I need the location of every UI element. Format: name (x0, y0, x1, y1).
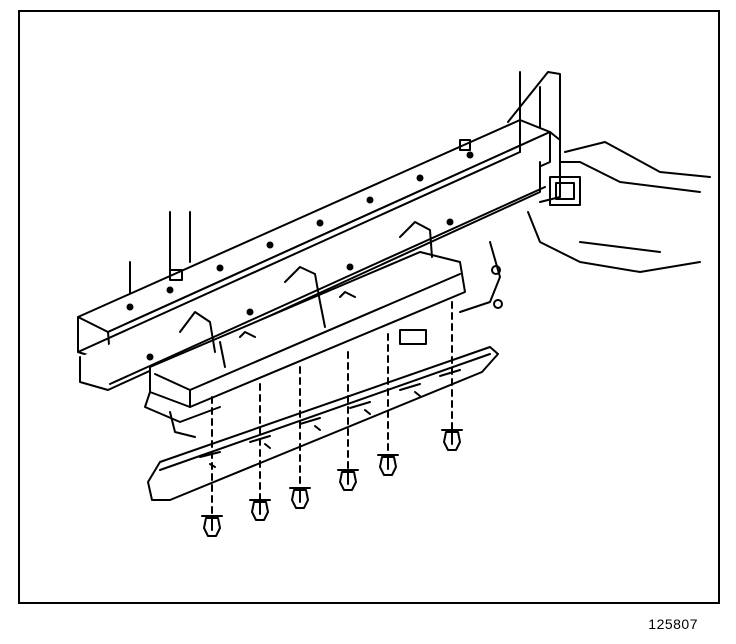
bolt-fastener-2 (249, 499, 271, 521)
bolt-fastener-3 (289, 487, 311, 509)
figure-number: 125807 (648, 616, 698, 632)
bolt-fastener-1 (201, 515, 223, 537)
vehicle-frame-structure (129, 71, 711, 313)
bumper-assembly-diagram (77, 71, 711, 537)
bolt-fastener-5 (377, 454, 399, 476)
illustration-frame (18, 10, 720, 604)
bolt-fastener-6 (441, 429, 463, 451)
bumper-beam (77, 119, 561, 391)
bolt-alignment-lines (211, 301, 453, 518)
bolt-fastener-4 (337, 469, 359, 491)
energy-absorber (144, 221, 466, 438)
